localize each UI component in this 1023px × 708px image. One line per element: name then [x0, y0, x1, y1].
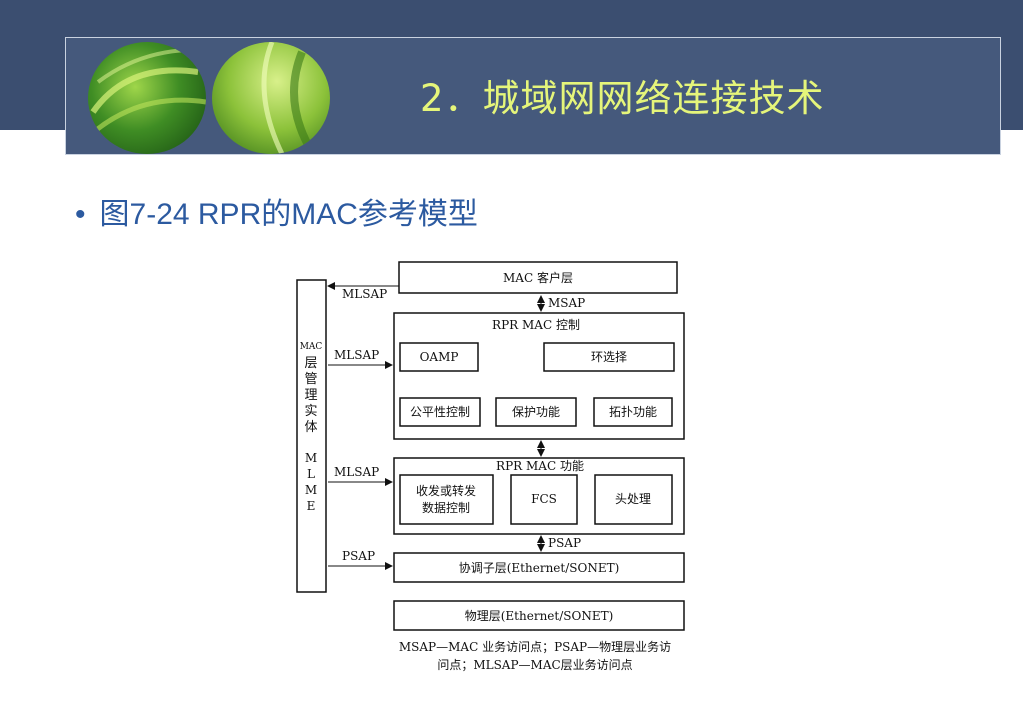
mlme-char-1: 层 [304, 356, 317, 371]
topology-label: 拓扑功能 [609, 405, 657, 419]
fairness-label: 公平性控制 [410, 405, 470, 419]
caption-line-2: 问点；MLSAP—MAC层业务访问点 [437, 658, 633, 672]
mlsap-label-1: MLSAP [342, 287, 387, 301]
fairness-box [399, 397, 481, 427]
psap-left-label: PSAP [342, 549, 375, 563]
rx-tx-label-1: 收发或转发 [416, 483, 476, 498]
bullet-text: 图7-24 RPR的MAC参考模型 [99, 198, 478, 231]
mac-client-box [398, 261, 678, 294]
mlme-letter-4: E [307, 499, 316, 513]
bullet-dot: • [75, 198, 86, 231]
ring-select-label: 环选择 [591, 350, 627, 364]
mlme-char-4: 实 [304, 404, 317, 419]
fcs-box [510, 474, 578, 525]
header-proc-label: 头处理 [615, 492, 651, 506]
msap-label: MSAP [548, 296, 585, 310]
ring-select-box [543, 342, 675, 372]
leaf-graphic-2 [261, 42, 316, 154]
protection-box [495, 397, 577, 427]
oamp-label: OAMP [420, 350, 459, 364]
mlme-letter-3: M [305, 483, 317, 497]
rx-tx-box [399, 474, 494, 525]
mlme-char-5: 体 [304, 420, 317, 435]
reconciliation-label: 协调子层(Ethernet/SONET) [459, 560, 620, 575]
mlme-letter-2: L [307, 467, 315, 481]
diagram-caption: MSAP—MAC 业务访问点；PSAP—物理层业务访 问点；MLSAP—MAC层… [370, 638, 700, 674]
rx-tx-label-2: 数据控制 [422, 500, 470, 515]
topology-box [593, 397, 673, 427]
fcs-label: FCS [531, 492, 557, 506]
leaf-image-1 [88, 42, 206, 154]
mlsap-label-2: MLSAP [334, 348, 379, 362]
mlme-box [296, 279, 327, 593]
oamp-box [399, 342, 479, 372]
physical-box [393, 600, 685, 631]
leaf-graphic-1 [88, 48, 206, 139]
bullet-item: • 图7-24 RPR的MAC参考模型 [75, 189, 478, 233]
protection-label: 保护功能 [512, 405, 560, 419]
caption-line-1: MSAP—MAC 业务访问点；PSAP—物理层业务访 [398, 640, 672, 654]
psap-label: PSAP [548, 536, 581, 550]
mlsap-label-3: MLSAP [334, 465, 379, 479]
mlme-char-2: 管 [304, 372, 317, 387]
page-title: 2．城域网网络连接技术 [420, 77, 825, 120]
rpr-function-label: RPR MAC 功能 [496, 459, 584, 473]
mlme-letter-1: M [305, 451, 317, 465]
mlme-char-3: 理 [304, 388, 317, 403]
header-proc-box [594, 474, 673, 525]
reconciliation-box [393, 552, 685, 583]
mac-client-label: MAC 客户层 [503, 270, 573, 285]
mlme-top-label: MAC [300, 342, 323, 352]
leaf-image-2 [212, 42, 330, 154]
rpr-control-label: RPR MAC 控制 [492, 318, 580, 332]
physical-label: 物理层(Ethernet/SONET) [465, 609, 614, 623]
